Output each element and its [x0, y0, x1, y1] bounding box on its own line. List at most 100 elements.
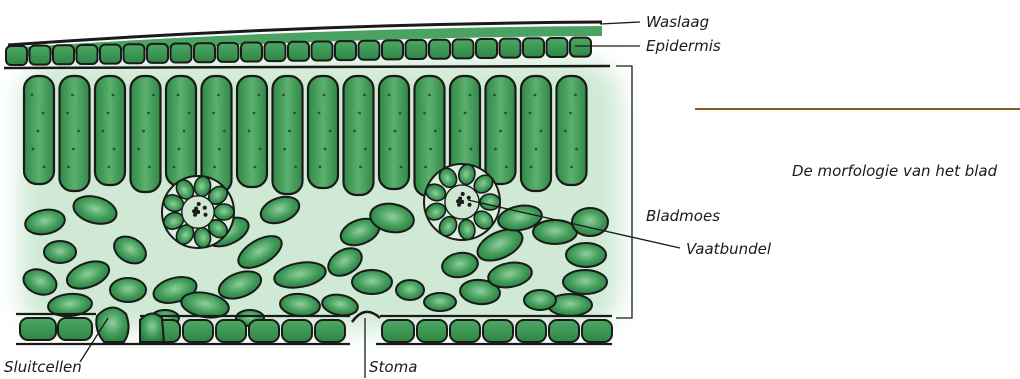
chloroplast-dot: [258, 94, 261, 97]
chloroplast-dot: [43, 166, 46, 169]
chloroplast-dot: [389, 148, 392, 151]
palisade-cell: [557, 76, 587, 185]
chloroplast-dot: [493, 94, 496, 97]
label-sluitcellen: Sluitcellen: [4, 358, 82, 376]
chloroplast-dot: [108, 166, 111, 169]
chloroplast-dot: [254, 166, 257, 169]
chloroplast-dot: [148, 166, 151, 169]
chloroplast-dot: [318, 112, 321, 115]
chloroplast-dot: [188, 112, 191, 115]
label-stoma: Stoma: [369, 358, 417, 376]
palisade-cell: [308, 76, 338, 188]
chloroplast-dot: [564, 130, 567, 133]
figure-caption: De morfologie van het blad: [792, 162, 997, 180]
spongy-cell: [44, 241, 76, 263]
guard-cell-right: [140, 313, 164, 342]
epidermis-cell: [312, 41, 333, 60]
xylem-dot: [458, 196, 462, 200]
chloroplast-dot: [399, 112, 402, 115]
epidermis-cell: [500, 39, 521, 58]
chloroplast-dot: [329, 130, 332, 133]
chloroplast-dot: [400, 166, 403, 169]
lower-epidermis-cell: [58, 318, 92, 340]
epidermis-cell: [429, 40, 450, 59]
guard-cell-left: [96, 307, 128, 342]
spongy-cell: [424, 293, 456, 311]
chloroplast-dot: [259, 148, 262, 151]
lower-epidermis-cell: [183, 320, 213, 342]
chloroplast-dot: [212, 112, 215, 115]
chloroplast-dot: [434, 130, 437, 133]
palisade-cell: [24, 76, 54, 184]
chloroplast-dot: [424, 166, 427, 169]
chloroplast-dot: [470, 148, 473, 151]
chloroplast-dot: [183, 130, 186, 133]
chloroplast-dot: [570, 166, 573, 169]
chloroplast-dot: [137, 148, 140, 151]
chloroplast-dot: [530, 166, 533, 169]
chloroplast-dot: [534, 94, 537, 97]
label-bladmoes: Bladmoes: [646, 207, 720, 225]
lower-epidermis-cell: [549, 320, 579, 342]
chloroplast-dot: [429, 148, 432, 151]
label-epidermis: Epidermis: [646, 37, 721, 55]
chloroplast-dot: [569, 112, 572, 115]
chloroplast-dot: [152, 94, 155, 97]
chloroplast-dot: [535, 148, 538, 151]
bundle-sheath-cell: [214, 204, 234, 220]
epidermis-cell: [476, 39, 497, 58]
lower-epidermis-cell: [582, 320, 612, 342]
spongy-cell: [396, 280, 424, 300]
chloroplast-dot: [388, 94, 391, 97]
chloroplast-dot: [358, 112, 361, 115]
xylem-dot: [197, 202, 201, 206]
lower-epidermis-cell: [483, 320, 513, 342]
lower-epidermis-cell: [249, 320, 279, 342]
epidermis-cell: [570, 38, 591, 57]
chloroplast-dot: [540, 130, 543, 133]
caption-rule: [695, 108, 1020, 110]
chloroplast-dot: [293, 112, 296, 115]
chloroplast-dot: [71, 94, 74, 97]
xylem-dot: [193, 213, 197, 217]
chloroplast-dot: [283, 148, 286, 151]
palisade-cell: [237, 76, 267, 187]
chloroplast-dot: [248, 130, 251, 133]
chloroplast-dot: [323, 94, 326, 97]
chloroplast-dot: [505, 166, 508, 169]
chloroplast-dot: [394, 130, 397, 133]
xylem-dot: [460, 200, 464, 204]
chloroplast-dot: [294, 166, 297, 169]
epidermis-cell: [265, 42, 286, 61]
chloroplast-dot: [147, 112, 150, 115]
label-waslaag: Waslaag: [646, 13, 709, 31]
palisade-cell: [95, 76, 125, 185]
bundle-sheath-cell: [480, 194, 500, 210]
xylem-dot: [194, 206, 198, 210]
lower-epidermis-cell: [450, 320, 480, 342]
label-vaatbundel: Vaatbundel: [686, 240, 771, 258]
palisade-cell: [131, 76, 161, 192]
chloroplast-dot: [282, 94, 285, 97]
epidermis-cell: [523, 38, 544, 57]
palisade-cell: [379, 76, 409, 189]
epidermis-cell: [147, 44, 168, 63]
spongy-cell: [566, 243, 606, 267]
chloroplast-dot: [218, 148, 221, 151]
chloroplast-dot: [102, 130, 105, 133]
leader-waslaag: [600, 22, 640, 24]
chloroplast-dot: [31, 94, 34, 97]
xylem-dot: [457, 203, 461, 207]
chloroplast-dot: [469, 94, 472, 97]
epidermis-cell: [335, 41, 356, 60]
spongy-cell: [563, 270, 607, 294]
palisade-cell: [166, 76, 196, 186]
epidermis-cell: [288, 42, 309, 61]
xylem-dot: [204, 213, 208, 217]
chloroplast-dot: [459, 130, 462, 133]
chloroplast-dot: [319, 166, 322, 169]
epidermis-cell: [241, 43, 262, 62]
chloroplast-dot: [353, 130, 356, 133]
